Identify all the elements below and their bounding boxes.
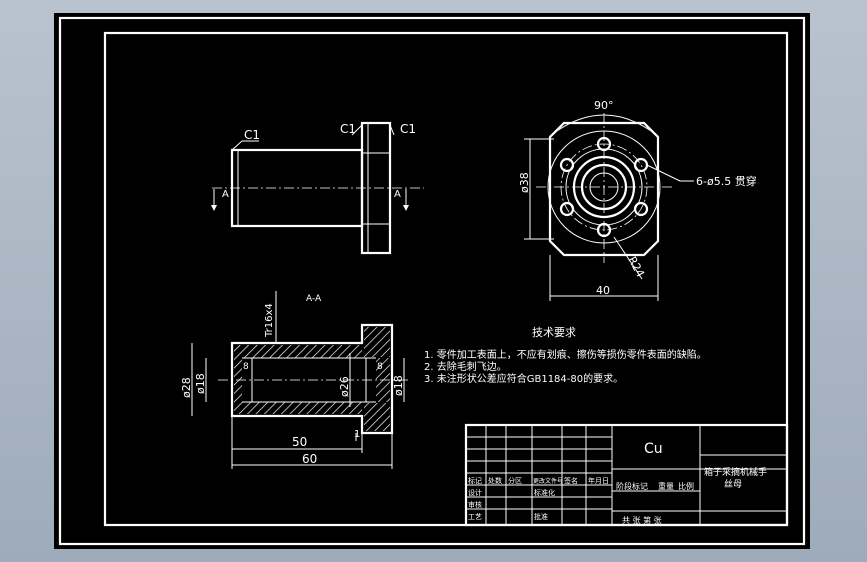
section-view: A-A Tr16x4 8 8 ø28 ø18 ø26 ø18 1 bbox=[180, 291, 408, 469]
chamfer-label-left: C1 bbox=[244, 128, 260, 142]
stage-mark-label: 阶段标记 bbox=[616, 481, 648, 491]
row-label-design: 设计 bbox=[468, 488, 482, 497]
standardization-label: 标准化 bbox=[534, 488, 555, 497]
header-cell-3: 分区 bbox=[508, 476, 522, 485]
section-mark-right: A bbox=[394, 189, 401, 200]
chamfer-label-mid: C1 bbox=[340, 122, 356, 136]
diameter-label: ø38 bbox=[518, 172, 531, 193]
header-cell-1: 标记 bbox=[468, 476, 482, 485]
front-view: C1 C1 C1 A A bbox=[211, 121, 424, 255]
width-label: 40 bbox=[596, 284, 610, 297]
part-name-line2: 丝母 bbox=[724, 478, 742, 490]
note-line-3: 3. 未注形状公差应符合GB1184-80的要求。 bbox=[424, 372, 623, 385]
header-cell-6: 年月日 bbox=[588, 476, 609, 485]
bore-right-label: ø18 bbox=[392, 375, 405, 396]
outer-dia-label: ø28 bbox=[180, 377, 193, 398]
length-label-50: 50 bbox=[292, 435, 307, 449]
weight-label: 重量 bbox=[658, 481, 674, 491]
cad-drawing: C1 C1 C1 A A 90° bbox=[58, 16, 806, 546]
notes-title: 技术要求 bbox=[532, 326, 576, 339]
header-cell-5: 签名 bbox=[564, 476, 578, 485]
holes-label: 6-ø5.5 贯穿 bbox=[696, 174, 757, 188]
bore-left-label: ø18 bbox=[194, 373, 207, 394]
radius-label: R24 bbox=[625, 254, 647, 279]
chamfer-label-right: C1 bbox=[400, 122, 416, 136]
header-cell-4: 更改文件号 bbox=[533, 477, 563, 485]
step-label: 1 bbox=[354, 429, 360, 440]
row-label-review: 审核 bbox=[468, 500, 482, 509]
scale-label: 比例 bbox=[678, 481, 694, 491]
header-cell-2: 处数 bbox=[488, 476, 502, 485]
thread-label: Tr16x4 bbox=[264, 303, 275, 338]
note-line-1: 1. 零件加工表面上，不应有划痕、擦伤等损伤零件表面的缺陷。 bbox=[424, 348, 707, 361]
outer-border bbox=[58, 16, 806, 546]
title-block: 标记 处数 分区 更改文件号 签名 年月日 设计 审核 工艺 标准化 批准 Cu… bbox=[464, 423, 789, 527]
revision-grid bbox=[466, 425, 612, 525]
length-label-60: 60 bbox=[302, 452, 317, 466]
part-name-line1: 箱子采摘机械手 bbox=[704, 466, 767, 478]
section-mark-left: A bbox=[222, 189, 229, 200]
approve-label: 批准 bbox=[534, 512, 548, 521]
section-title: A-A bbox=[306, 294, 322, 304]
right-tick-label: 8 bbox=[377, 362, 383, 372]
note-line-2: 2. 去除毛刺飞边。 bbox=[424, 360, 507, 373]
technical-notes: 技术要求 1. 零件加工表面上，不应有划痕、擦伤等损伤零件表面的缺陷。 2. 去… bbox=[424, 326, 707, 385]
drawing-sheet: C1 C1 C1 A A 90° bbox=[54, 13, 810, 549]
left-tick-label: 8 bbox=[243, 362, 249, 372]
angle-label: 90° bbox=[594, 99, 614, 112]
inner-dia-label: ø26 bbox=[338, 376, 351, 397]
sheet-info-label: 共 张 第 张 bbox=[622, 515, 662, 525]
row-label-process: 工艺 bbox=[468, 513, 482, 521]
material-label: Cu bbox=[644, 441, 663, 457]
inner-border bbox=[103, 31, 789, 527]
end-view: 90° ø38 6-ø5.5 贯穿 R24 40 bbox=[518, 99, 757, 301]
